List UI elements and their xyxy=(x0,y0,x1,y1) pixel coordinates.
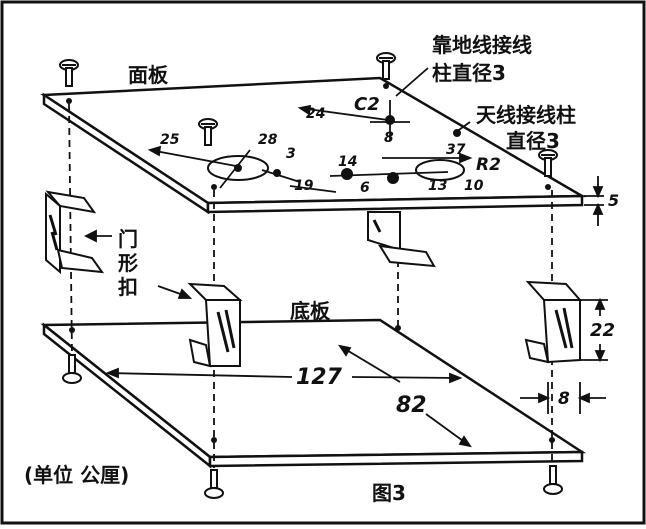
dim-6: 6 xyxy=(360,180,370,196)
corner-hole xyxy=(383,83,389,89)
bracket-front xyxy=(187,282,243,368)
slot-hole xyxy=(415,159,465,181)
bottom-panel xyxy=(40,318,587,469)
bottom-panel-front-edge xyxy=(208,450,584,468)
corner-hole xyxy=(211,437,217,443)
dim-5: 5 xyxy=(608,191,619,210)
dim-c2: C2 xyxy=(354,94,380,115)
bracket-left xyxy=(45,190,105,275)
dim-14: 14 xyxy=(338,154,357,170)
dimension-lines xyxy=(83,67,608,448)
dim-10: 10 xyxy=(464,178,484,194)
dim-8-top: 8 xyxy=(384,130,394,146)
dim-19: 19 xyxy=(294,178,314,194)
antenna-post-label-1: 天线接线柱 xyxy=(476,103,576,127)
dim-22: 22 xyxy=(590,320,615,341)
dial-hole xyxy=(207,155,269,181)
screw-icon xyxy=(59,59,79,87)
antenna-post-label-2: 直径3 xyxy=(506,129,560,153)
corner-hole xyxy=(211,184,217,190)
corner-hole xyxy=(395,325,401,331)
corner-hole xyxy=(66,98,72,104)
screw-icon xyxy=(204,469,224,499)
corner-hole xyxy=(549,437,555,443)
bracket-right xyxy=(524,280,583,364)
unit-note: (单位 公厘) xyxy=(24,463,129,487)
dim-24: 24 xyxy=(306,106,325,122)
dim-8-side: 8 xyxy=(558,389,570,409)
screw-icon xyxy=(376,52,396,80)
screw-icon xyxy=(62,354,82,384)
corner-hole xyxy=(69,327,75,333)
screw-icon xyxy=(198,118,218,146)
figure-caption: 图3 xyxy=(372,481,406,505)
screw-icon xyxy=(543,465,563,495)
dim-13: 13 xyxy=(428,178,447,194)
top-panel-label: 面板 xyxy=(128,63,169,87)
dim-25: 25 xyxy=(160,132,180,148)
dim-82: 82 xyxy=(396,393,427,418)
bracket-label-3: 扣 xyxy=(118,275,138,299)
ground-post-label-1: 靠地线接线 xyxy=(432,33,532,57)
dim-37: 37 xyxy=(446,142,466,158)
bracket-label-1: 门 xyxy=(118,227,138,251)
ground-post-label-2: 柱直径3 xyxy=(432,61,506,85)
dim-127: 127 xyxy=(296,365,343,390)
screw-icon xyxy=(538,149,558,177)
corner-hole xyxy=(545,184,551,190)
bottom-panel-label: 底板 xyxy=(290,299,331,323)
bracket-center xyxy=(367,211,436,268)
top-panel-front-edge xyxy=(206,194,584,214)
dim-3: 3 xyxy=(286,146,296,162)
dim-28: 28 xyxy=(258,132,278,148)
bracket-label-2: 形 xyxy=(118,251,138,275)
dim-r2: R2 xyxy=(476,155,501,175)
